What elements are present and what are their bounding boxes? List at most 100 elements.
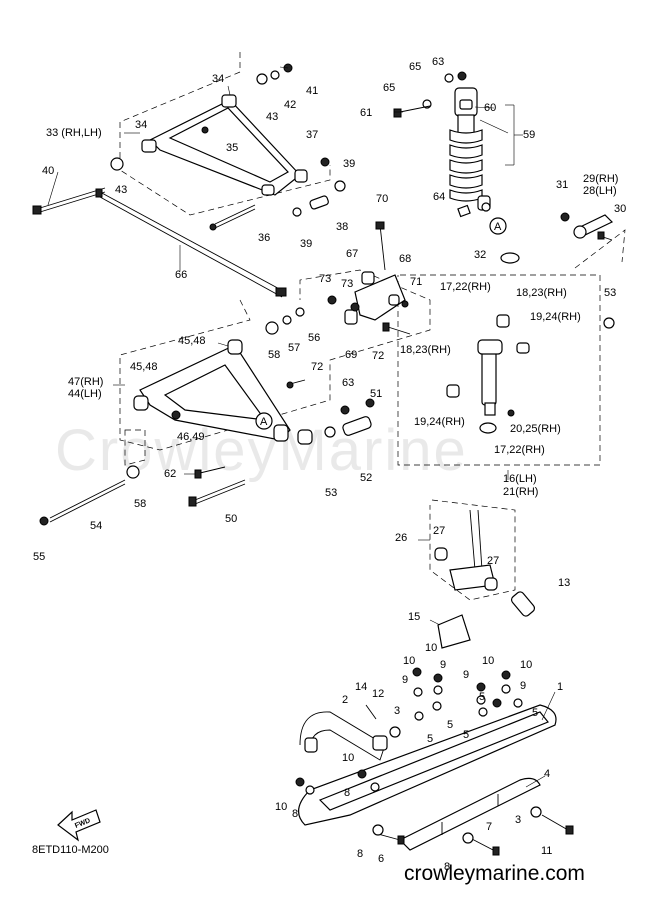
part-number-label: 3	[515, 814, 521, 826]
part-number-label: 9	[440, 659, 446, 671]
part-number-label: 18,23(RH)	[400, 344, 451, 356]
part-number-label: 5	[532, 707, 538, 719]
part-number-label: 1	[557, 681, 563, 693]
part-number-label: 33 (RH,LH)	[46, 127, 102, 139]
part-number-label: 10	[403, 655, 415, 667]
part-number-label: 29(RH)	[583, 173, 618, 185]
part-number-label: 17,22(RH)	[440, 281, 491, 293]
part-number-label: 37	[306, 129, 318, 141]
part-number-label: 63	[342, 377, 354, 389]
part-number-label: 39	[343, 158, 355, 170]
part-number-label: 69	[345, 349, 357, 361]
part-number-label: 10	[425, 642, 437, 654]
part-number-label: 10	[482, 655, 494, 667]
part-number-label: 13	[558, 577, 570, 589]
part-number-label: 50	[225, 513, 237, 525]
part-number-label: 73	[341, 278, 353, 290]
part-number-label: 43	[266, 111, 278, 123]
part-number-label: 38	[336, 221, 348, 233]
part-number-label: 68	[399, 253, 411, 265]
part-number-label: 9	[402, 674, 408, 686]
part-number-label: 26	[395, 532, 407, 544]
fwd-arrow-icon: FWD	[57, 809, 101, 842]
part-number-label: 72	[311, 361, 323, 373]
part-number-label: 53	[604, 287, 616, 299]
part-number-label: 2	[342, 694, 348, 706]
shock-absorber	[393, 71, 507, 235]
part-number-label: 54	[90, 520, 102, 532]
steering-column	[434, 212, 615, 649]
ski-assembly	[295, 667, 574, 856]
part-number-label: 53	[325, 487, 337, 499]
part-number-label: 12	[372, 688, 384, 700]
part-number-label: 70	[376, 193, 388, 205]
part-number-label: 17,22(RH)	[494, 444, 545, 456]
part-number-label: 57	[288, 342, 300, 354]
part-number-label: 52	[360, 472, 372, 484]
part-number-label: 36	[258, 232, 270, 244]
part-number-label: 20,25(RH)	[510, 423, 561, 435]
part-number-label: 56	[308, 332, 320, 344]
part-number-label: 16(LH)	[503, 473, 537, 485]
part-number-label: 3	[394, 705, 400, 717]
swing-arm	[39, 339, 375, 526]
part-number-label: 8	[444, 861, 450, 873]
part-number-label: 73	[319, 273, 331, 285]
part-number-label: 58	[134, 498, 146, 510]
part-number-label: 46,49	[177, 431, 205, 443]
part-number-label: 8	[344, 787, 350, 799]
part-number-label: 19,24(RH)	[414, 416, 465, 428]
part-number-label: 10	[520, 659, 532, 671]
part-number-label: 35	[226, 142, 238, 154]
part-number-label: 28(LH)	[583, 185, 617, 197]
part-number-label: 10	[342, 752, 354, 764]
part-number-label: 27	[487, 555, 499, 567]
diagram-code: 8ETD110-M200	[32, 844, 109, 856]
part-number-label: 27	[433, 525, 445, 537]
part-number-label: 4	[544, 768, 550, 780]
part-number-label: 41	[306, 85, 318, 97]
part-number-label: 61	[360, 107, 372, 119]
website-text: crowleymarine.com	[404, 862, 585, 885]
part-number-label: 9	[463, 669, 469, 681]
part-number-label: 64	[433, 191, 445, 203]
part-number-label: 34	[212, 73, 224, 85]
part-number-label: 9	[520, 680, 526, 692]
part-number-label: 43	[115, 184, 127, 196]
part-number-label: 5	[479, 691, 485, 703]
part-number-label: 14	[355, 681, 367, 693]
part-number-label: 11	[541, 845, 552, 857]
part-number-label: 5	[463, 729, 469, 741]
dashed-group-outlines	[119, 52, 626, 601]
leader-lines	[47, 66, 556, 788]
part-number-label: 66	[175, 269, 187, 281]
part-number-label: 6	[378, 853, 384, 865]
ref-markers: A A	[255, 221, 502, 430]
part-number-label: 8	[292, 808, 298, 820]
part-number-label: 65	[409, 61, 421, 73]
part-number-label: 19,24(RH)	[530, 311, 581, 323]
upper-arm-assembly	[32, 63, 346, 298]
part-number-label: 44(LH)	[68, 388, 102, 400]
part-number-label: 72	[372, 350, 384, 362]
part-number-label: 60	[484, 102, 496, 114]
part-number-label: 39	[300, 238, 312, 250]
part-number-label: 18,23(RH)	[516, 287, 567, 299]
part-number-label: 45,48	[178, 335, 206, 347]
ref-marker-a-2: A	[494, 221, 502, 233]
ref-marker-a-1: A	[260, 416, 268, 428]
part-number-label: 5	[427, 733, 433, 745]
part-number-label: 34	[135, 119, 147, 131]
part-number-label: 8	[357, 848, 363, 860]
part-number-label: 15	[408, 611, 420, 623]
part-number-label: 32	[474, 249, 486, 261]
part-number-label: 65	[383, 82, 395, 94]
part-number-label: 58	[268, 349, 280, 361]
part-number-label: 51	[370, 388, 382, 400]
part-number-label: 67	[346, 248, 358, 260]
part-number-label: 55	[33, 551, 45, 563]
part-number-label: 45,48	[130, 361, 158, 373]
part-number-label: 30	[614, 203, 626, 215]
